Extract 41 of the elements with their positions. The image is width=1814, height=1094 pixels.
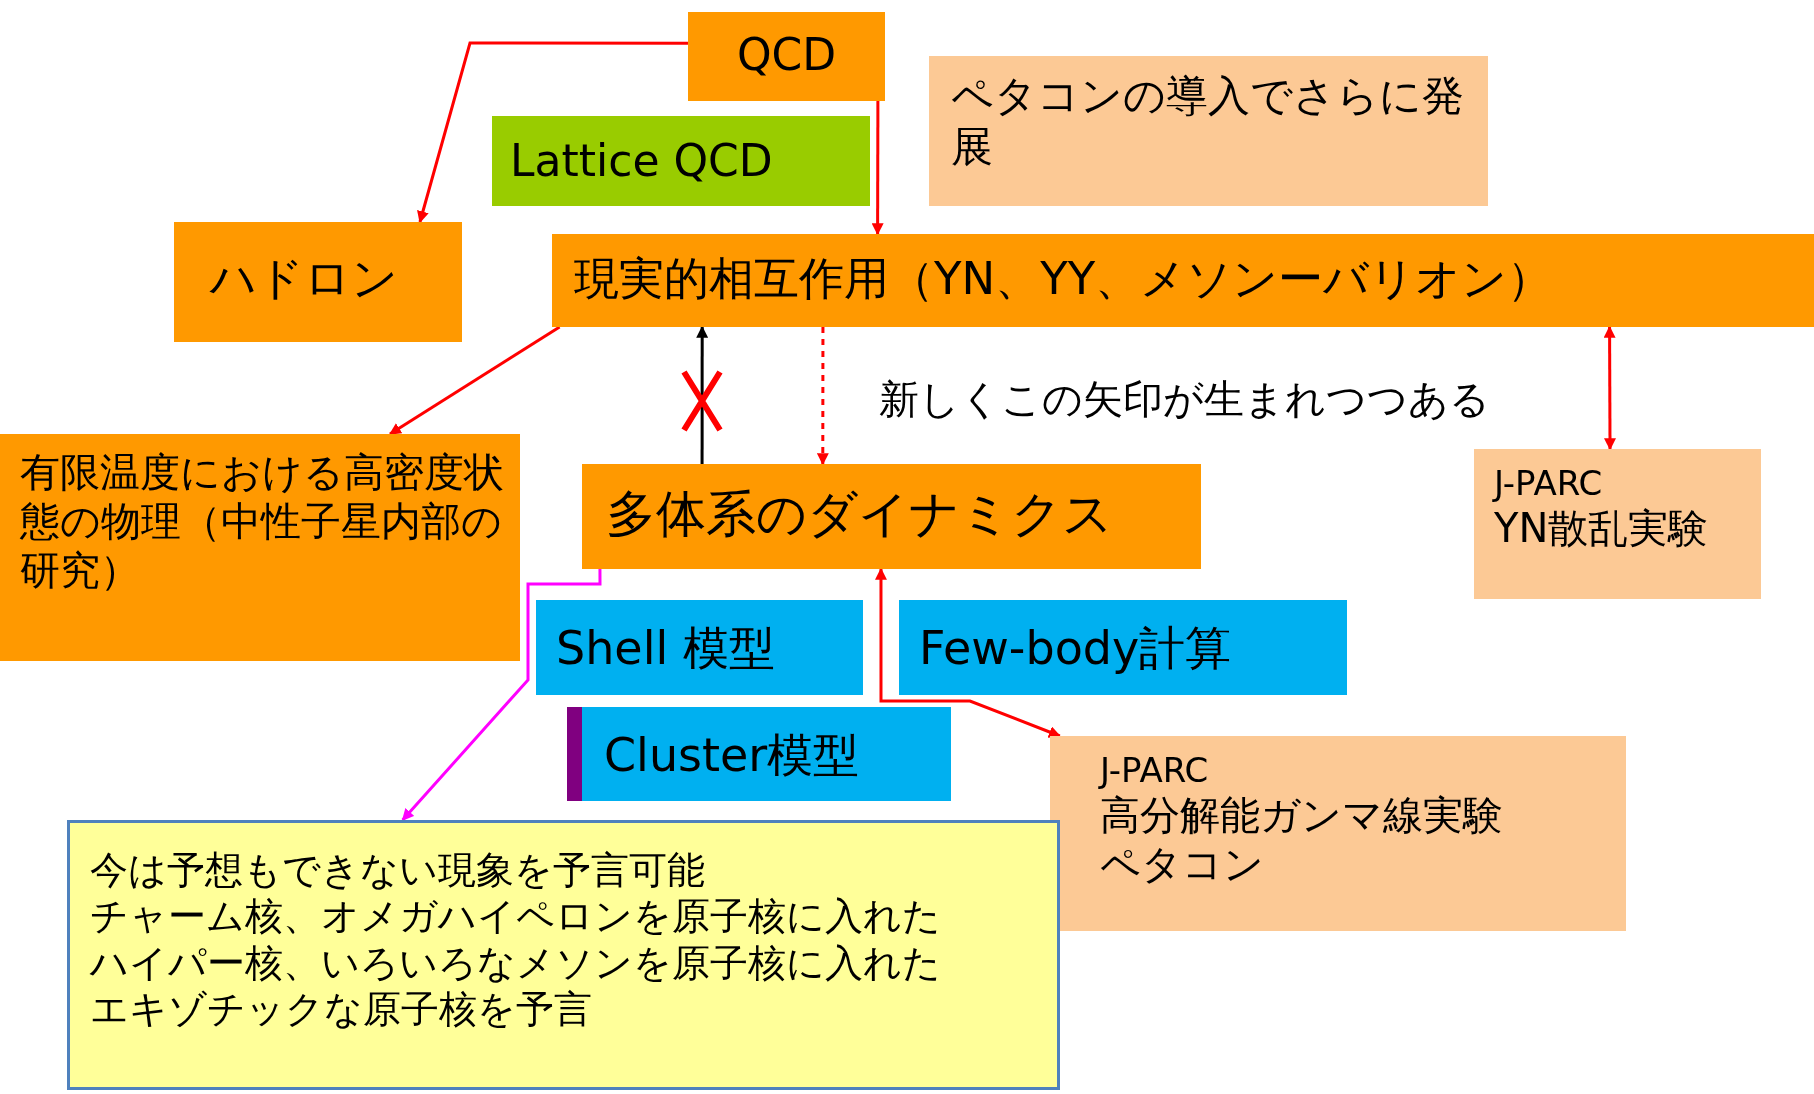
process-box: [582, 464, 1201, 569]
node-text: ハイパー核、いろいろなメソンを原子核に入れた: [90, 939, 942, 987]
process-box: [492, 116, 870, 206]
node-text: QCD: [735, 28, 838, 82]
node-text: ペタコン: [1100, 840, 1265, 890]
arrow: [417, 41, 688, 224]
process-box: [1050, 736, 1626, 931]
note-box: [67, 820, 1060, 1090]
process-box: [929, 56, 1488, 206]
process-box: [536, 600, 863, 695]
node-text: チャーム核、オメガハイペロンを原子核に入れた: [90, 893, 942, 940]
node-text: 今は予想もできない現象を予言可能: [90, 847, 706, 894]
node-text: 多体系のダイナミクス: [606, 484, 1114, 545]
arrow: [389, 325, 561, 436]
arrow: [1603, 325, 1616, 451]
arrow: [875, 567, 1061, 738]
node-text: Cluster模型: [604, 727, 861, 784]
node-text: YN散乱実験: [1494, 504, 1710, 554]
node-text: 現実的相互作用（YN、YY、メソンーバリオン）: [574, 252, 1554, 307]
node-text: J-PARC: [1494, 463, 1604, 505]
node-text: ハドロン: [210, 250, 399, 307]
process-box: [174, 222, 462, 342]
node-text: エキゾチックな原子核を予言: [90, 986, 593, 1033]
process-box: [899, 600, 1347, 695]
node-text: Few-body計算: [919, 620, 1233, 677]
node-text: 高分解能ガンマ線実験: [1100, 791, 1504, 841]
arrow: [401, 569, 602, 821]
process-box: [552, 234, 1814, 327]
node-text: Shell 模型: [556, 620, 776, 677]
process-box: [688, 12, 885, 101]
process-box: [582, 707, 951, 801]
process-box: [0, 434, 520, 661]
arrow: [816, 327, 829, 466]
node-text: J-PARC: [1100, 750, 1210, 792]
node-text: ペタコンの導入でさらに発展: [951, 70, 1465, 173]
process-box: [1474, 449, 1761, 599]
node-text: Lattice QCD: [510, 134, 774, 188]
arrow: [696, 325, 709, 464]
arrow: [871, 101, 884, 236]
node-text: 有限温度における高密度状態の物理（中性子星内部の研究）: [20, 448, 505, 595]
note-text: 新しくこの矢印が生まれつつある: [879, 375, 1490, 424]
